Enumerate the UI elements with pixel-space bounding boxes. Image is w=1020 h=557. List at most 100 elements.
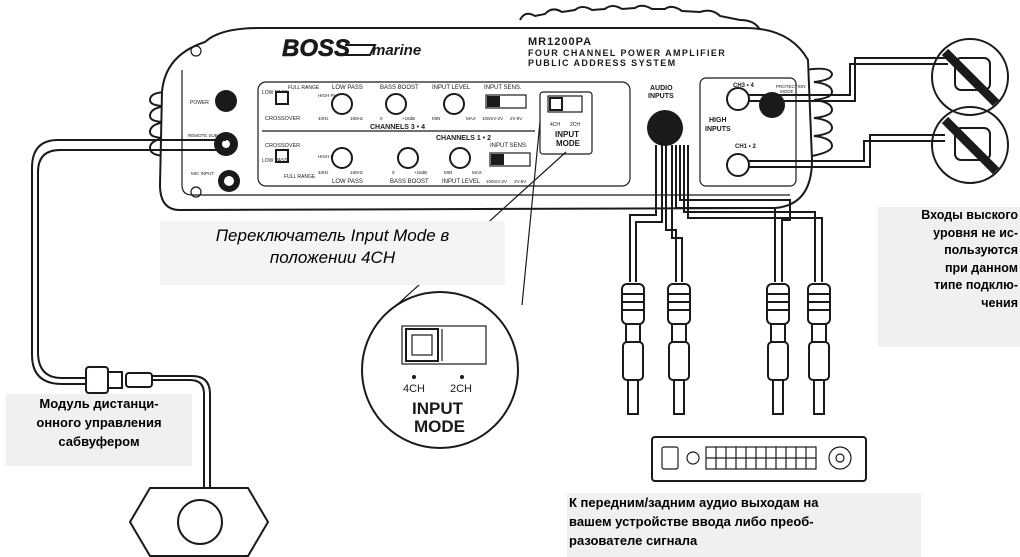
caption-line: типе подклю- — [934, 278, 1018, 292]
svg-text:CROSSOVER: CROSSOVER — [265, 116, 300, 122]
svg-text:+18dB: +18dB — [414, 170, 427, 175]
svg-text:INPUTS: INPUTS — [648, 93, 674, 100]
svg-text:MODE: MODE — [780, 89, 794, 94]
remote-module — [128, 487, 270, 557]
svg-text:PROTECTION: PROTECTION — [776, 84, 806, 89]
rca-cables — [629, 145, 823, 282]
svg-text:BOSS: BOSS — [282, 35, 350, 62]
heatsink-fins-top — [519, 4, 761, 31]
svg-text:100mV-2V: 100mV-2V — [482, 116, 503, 121]
head-unit-caption: К передним/задним аудио выходам на вашем… — [567, 493, 921, 557]
svg-text:BASS BOOST: BASS BOOST — [390, 179, 429, 185]
caption-line: при данном — [944, 260, 1018, 275]
input-level-knob-12 — [449, 147, 471, 169]
rca-plugs — [621, 283, 831, 415]
caption-line: вашем устройстве ввода либо преоб- — [569, 514, 814, 529]
svg-text:HIGH PASS: HIGH PASS — [318, 154, 342, 159]
svg-text:CHANNELS 3 • 4: CHANNELS 3 • 4 — [370, 124, 425, 131]
svg-text:0: 0 — [392, 170, 395, 175]
svg-text:180Hz: 180Hz — [350, 116, 364, 121]
svg-text:INPUT LEVEL: INPUT LEVEL — [442, 179, 481, 185]
input-mode-zoom: 4CH 2CH INPUT MODE — [361, 121, 567, 449]
svg-text:marine: marine — [372, 42, 421, 59]
caption-line: разователе сигнала — [569, 533, 698, 548]
svg-text:LOW PASS: LOW PASS — [262, 158, 288, 164]
low-pass-knob-12 — [331, 147, 353, 169]
svg-text:+18dB: +18dB — [402, 116, 415, 121]
bass-boost-knob-12 — [397, 147, 419, 169]
caption-line: уровня не ис- — [933, 225, 1018, 240]
svg-text:LOW PASS: LOW PASS — [332, 85, 363, 91]
low-pass-knob-34 — [331, 93, 353, 115]
svg-text:PUBLIC ADDRESS SYSTEM: PUBLIC ADDRESS SYSTEM — [528, 58, 677, 68]
svg-text:2CH: 2CH — [570, 122, 580, 128]
svg-text:MODE: MODE — [414, 417, 465, 436]
caption-line: пользуются — [944, 243, 1018, 257]
svg-text:LOW PASS: LOW PASS — [332, 179, 363, 185]
svg-text:FULL RANGE: FULL RANGE — [284, 174, 316, 180]
audio-inputs-port — [647, 110, 683, 146]
high-input-ch34-port — [726, 87, 750, 111]
svg-text:BASS BOOST: BASS BOOST — [380, 85, 419, 91]
caption-line: сабвуфером — [58, 434, 140, 449]
high-input-ch12-port — [726, 153, 750, 177]
svg-text:180Hz: 180Hz — [350, 170, 364, 175]
svg-text:INPUT LEVEL: INPUT LEVEL — [432, 85, 471, 91]
caption-line: Переключатель Input Mode в — [215, 226, 450, 245]
svg-text:HIGH: HIGH — [709, 117, 727, 124]
protection-led — [759, 92, 785, 118]
high-input-wires — [749, 57, 950, 168]
svg-text:CH1 • 2: CH1 • 2 — [735, 144, 756, 150]
svg-text:0: 0 — [380, 116, 383, 121]
rca-plug — [621, 283, 645, 415]
svg-text:INPUT SENS.: INPUT SENS. — [490, 143, 528, 149]
bass-boost-knob-34 — [385, 93, 407, 115]
power-led — [215, 90, 237, 112]
svg-text:2V-8V: 2V-8V — [514, 179, 526, 184]
amplifier-body — [158, 27, 814, 212]
svg-text:REMOTE SUB: REMOTE SUB — [188, 133, 218, 138]
input-level-knob-34 — [443, 93, 465, 115]
svg-text:HIGH PASS: HIGH PASS — [318, 93, 342, 98]
input-mode-switch: 4CH 2CH INPUT MODE — [539, 91, 593, 155]
high-inputs: CH3 • 4 PROTECTION MODE HIGH INPUTS CH1 … — [699, 77, 806, 187]
svg-text:MIC INPUT: MIC INPUT — [191, 171, 214, 176]
svg-text:2CH: 2CH — [450, 383, 472, 395]
svg-text:100mV-2V: 100mV-2V — [486, 179, 507, 184]
svg-text:40Hz: 40Hz — [318, 170, 329, 175]
svg-text:MIN: MIN — [444, 170, 452, 175]
svg-text:2V-8V: 2V-8V — [510, 116, 522, 121]
svg-text:INPUT SENS.: INPUT SENS. — [484, 85, 522, 91]
high-inputs-caption: Входы выского уровня не ис- пользуются п… — [878, 207, 1020, 347]
svg-text:4CH: 4CH — [550, 122, 560, 128]
svg-text:MAX: MAX — [472, 170, 482, 175]
no-symbol-ch12 — [931, 106, 1009, 184]
channels-34-row: LOW PASS FULL RANGE CROSSOVER LOW PASS H… — [262, 85, 527, 131]
svg-text:40Hz: 40Hz — [318, 116, 329, 121]
svg-text:INPUT: INPUT — [412, 399, 464, 418]
svg-text:MR1200PA: MR1200PA — [528, 36, 592, 48]
svg-text:4CH: 4CH — [403, 383, 425, 395]
caption-line: Входы выского — [921, 208, 1018, 222]
audio-inputs: AUDIO INPUTS — [647, 85, 683, 146]
svg-text:POWER: POWER — [190, 100, 209, 106]
svg-text:CROSSOVER: CROSSOVER — [265, 143, 300, 149]
rca-plug — [667, 283, 691, 415]
svg-text:INPUTS: INPUTS — [705, 126, 731, 133]
caption-line: чения — [981, 295, 1018, 310]
channels-12-row: CHANNELS 1 • 2 CROSSOVER LOW PASS FULL R… — [262, 135, 531, 185]
svg-text:FULL RANGE: FULL RANGE — [288, 85, 320, 91]
rca-plug — [766, 283, 790, 415]
caption-line: Модуль дистанци- — [39, 396, 159, 411]
svg-text:AUDIO: AUDIO — [650, 85, 673, 92]
no-symbol-ch34 — [931, 38, 1009, 116]
heatsink-fins-right — [804, 67, 834, 157]
svg-text:MIN: MIN — [432, 116, 440, 121]
svg-text:MAX: MAX — [466, 116, 476, 121]
control-panel: LOW PASS FULL RANGE CROSSOVER LOW PASS H… — [257, 81, 631, 187]
rca-plug — [807, 283, 831, 415]
brand-logo: BOSS marine MR1200PA FOUR CHANNEL POWER … — [282, 35, 725, 68]
svg-text:CH3 • 4: CH3 • 4 — [733, 83, 754, 89]
remote-cable — [31, 139, 226, 494]
